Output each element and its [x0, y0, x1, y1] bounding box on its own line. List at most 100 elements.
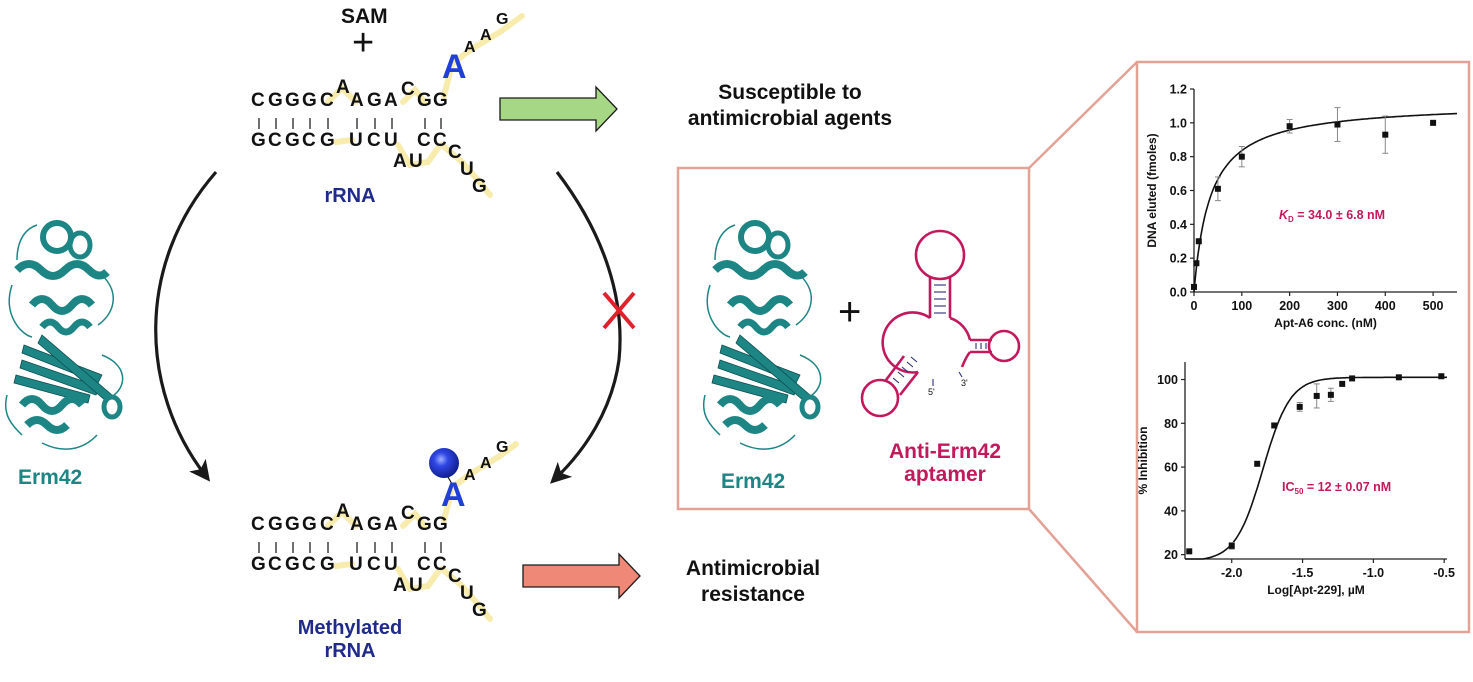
- nucleotide: U: [384, 554, 398, 575]
- nucleotide: C: [433, 130, 447, 151]
- resistance-line1: Antimicrobial: [685, 557, 821, 580]
- data-point: [1339, 380, 1346, 387]
- data-point: [1334, 121, 1341, 128]
- data-point: [1286, 123, 1293, 130]
- aptamer-label-line1: Anti-Erm42: [888, 440, 1002, 463]
- data-point: [1193, 260, 1200, 267]
- y-tick-label: 100: [1157, 373, 1178, 387]
- nucleotide: G: [285, 514, 300, 535]
- y-axis-label: % Inhibition: [1137, 427, 1150, 495]
- y-tick-label: 0.6: [1170, 184, 1187, 198]
- methyl-bond: [447, 476, 453, 485]
- nucleotide: C: [367, 130, 381, 151]
- y-tick-label: 0.8: [1170, 150, 1187, 164]
- data-point: [1214, 185, 1221, 192]
- methylated-rrna-label-line1: Methylated: [297, 617, 403, 639]
- x-tick-label: 0: [1191, 299, 1198, 313]
- susceptible-line2: antimicrobial agents: [687, 107, 893, 131]
- nucleotide: A: [480, 455, 492, 472]
- nucleotide: A: [336, 77, 350, 98]
- nucleotide: G: [251, 130, 266, 151]
- charts-panel-frame: [1135, 60, 1471, 634]
- nucleotide: C: [448, 142, 462, 163]
- nucleotide: C: [367, 554, 381, 575]
- salmon-arrow: [522, 552, 641, 600]
- nucleotide: G: [496, 11, 509, 28]
- nucleotide: C: [268, 130, 282, 151]
- data-point: [1254, 460, 1261, 467]
- rrna-top-pair-ticks: [258, 118, 442, 129]
- nucleotide: G: [302, 514, 317, 535]
- susceptible-outcome: Susceptible to antimicrobial agents: [660, 80, 920, 133]
- nucleotide: C: [417, 554, 431, 575]
- nucleotide: C: [251, 514, 265, 535]
- nucleotide: G: [367, 514, 382, 535]
- nucleotide: A: [350, 514, 364, 535]
- rrna-label: rRNA: [324, 185, 376, 207]
- data-point: [1195, 238, 1202, 245]
- rrna-top-backbone: [325, 13, 525, 198]
- methylation-arrow: [154, 170, 218, 482]
- erm42-box-label: Erm42: [721, 470, 786, 493]
- data-point: [1296, 403, 1303, 410]
- nucleotide: C: [320, 90, 334, 111]
- data-point: [1186, 548, 1193, 555]
- x-axis-label: Apt-A6 conc. (nM): [1274, 316, 1377, 330]
- fit-curve: [1185, 376, 1447, 560]
- erm42-protein-structure: [5, 220, 124, 450]
- data-point: [1438, 373, 1445, 380]
- data-point: [1313, 392, 1320, 399]
- data-point: [1228, 542, 1235, 549]
- nucleotide: C: [268, 554, 282, 575]
- inhibition-curve-chart: 20406080100-2.0-1.5-1.0-0.5Log[Apt-229],…: [1137, 362, 1455, 597]
- y-tick-label: 0.4: [1170, 218, 1187, 232]
- susceptible-line1: Susceptible to: [718, 81, 862, 104]
- nucleotide: U: [409, 575, 423, 596]
- nucleotide: C: [401, 503, 415, 524]
- erm42-protein-structure-inbox: [703, 220, 822, 450]
- data-point: [1430, 119, 1437, 126]
- data-point: [1327, 391, 1334, 398]
- nucleotide: A: [336, 501, 350, 522]
- nucleotide: G: [367, 90, 382, 111]
- blocked-arrow: [550, 171, 622, 484]
- zoom-line-top: [1028, 61, 1138, 169]
- nucleotide: U: [384, 130, 398, 151]
- data-point: [1382, 131, 1389, 138]
- erm42-label: Erm42: [18, 466, 83, 489]
- nucleotide: A: [464, 467, 476, 484]
- methylated-rrna-label-line2: rRNA: [324, 640, 376, 662]
- y-tick-label: 60: [1164, 461, 1178, 475]
- nucleotide: C: [302, 130, 316, 151]
- aptamer-label-line2: aptamer: [904, 463, 986, 487]
- data-point: [1191, 283, 1197, 290]
- y-tick-label: 20: [1164, 548, 1178, 562]
- nucleotide: G: [285, 554, 300, 575]
- nucleotide: G: [496, 439, 509, 456]
- nucleotide: U: [349, 130, 363, 151]
- rrna-bottom-pair-ticks: [258, 542, 442, 553]
- nucleotide: G: [472, 600, 487, 621]
- inhibition-x-icon: [602, 291, 636, 330]
- rrna-bottom-backbone: [325, 441, 519, 622]
- x-tick-label: -1.0: [1363, 566, 1385, 580]
- y-tick-label: 1.0: [1170, 116, 1187, 130]
- x-tick-label: -1.5: [1292, 566, 1314, 580]
- nucleotide: A: [464, 39, 476, 56]
- aptamer-label: Anti-Erm42 aptamer: [870, 440, 1020, 486]
- nucleotide: G: [302, 90, 317, 111]
- nucleotide: G: [320, 130, 335, 151]
- aptamer-pair-ticks: [892, 284, 987, 386]
- inhibition-box-frame: [676, 166, 1031, 511]
- nucleotide: G: [433, 514, 448, 535]
- methylated-rrna-label: Methylated rRNA: [280, 617, 420, 663]
- y-tick-label: 40: [1164, 504, 1178, 518]
- zoom-line-bottom: [1028, 508, 1138, 633]
- x-tick-label: 400: [1375, 299, 1396, 313]
- nucleotide: U: [460, 583, 474, 604]
- y-tick-label: 0.0: [1170, 286, 1187, 300]
- x-tick-label: -2.0: [1221, 566, 1243, 580]
- x-tick-label: 200: [1279, 299, 1300, 313]
- plus-sign: +: [352, 22, 375, 64]
